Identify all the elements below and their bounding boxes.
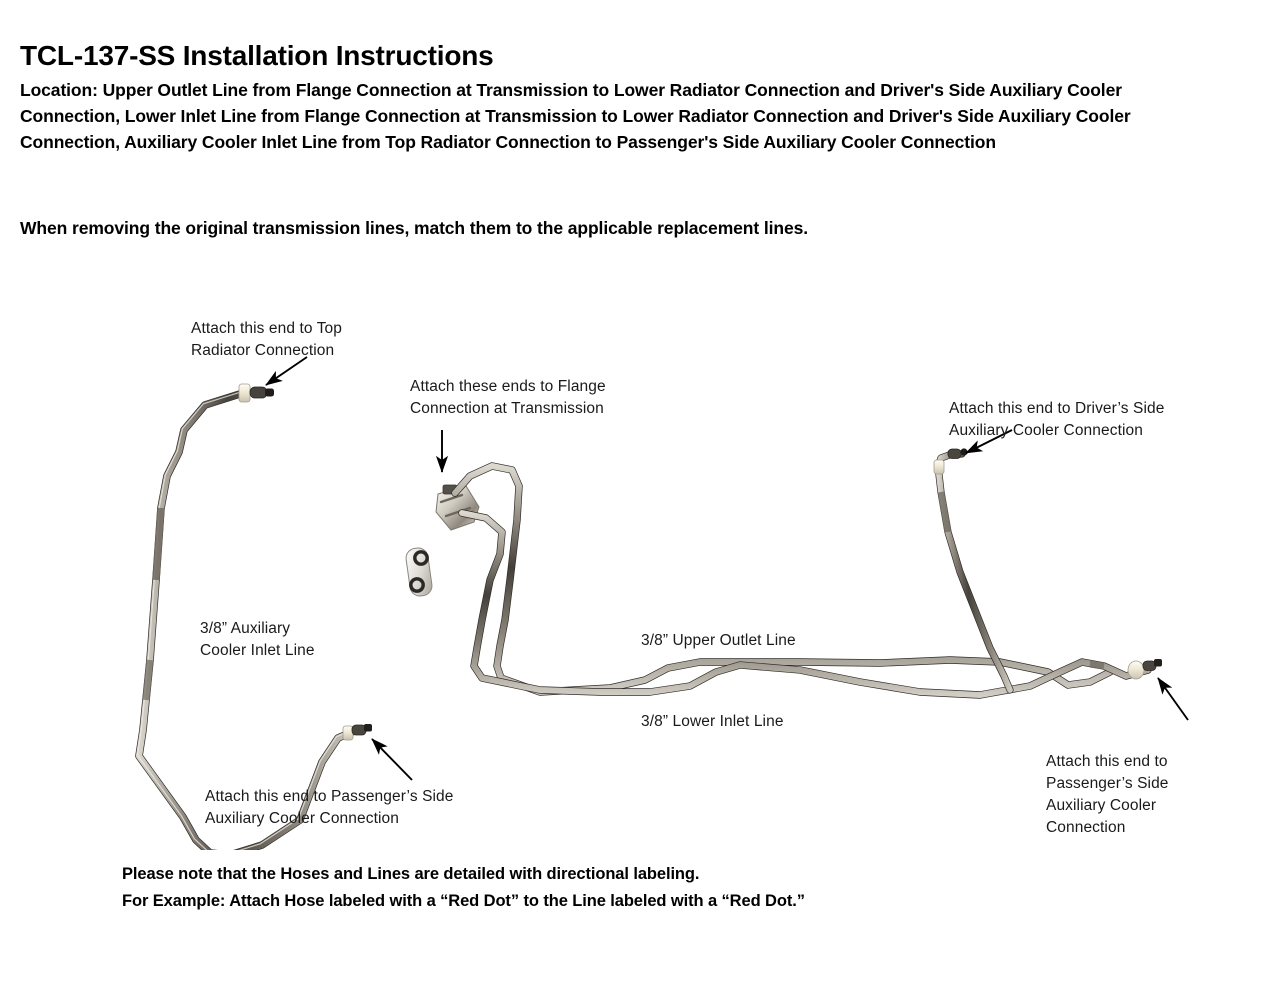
page-title: TCL-137-SS Installation Instructions <box>20 40 494 71</box>
label-lower-inlet-line: 3/8” Lower Inlet Line <box>641 713 784 730</box>
annotation-driver-side: Attach this end to Driver’s Side Auxilia… <box>949 400 1165 439</box>
arrow-top-radiator <box>265 356 308 386</box>
upper-outlet-line-tube <box>451 462 1114 696</box>
arrow-passenger-right <box>1157 677 1189 721</box>
footer-line-1: Please note that the Hoses and Lines are… <box>122 865 700 883</box>
annotation-passenger-side-left: Attach this end to Passenger’s Side Auxi… <box>205 788 454 827</box>
annotation-passenger-side-right: Attach this end to Passenger’s Side Auxi… <box>1046 753 1169 836</box>
match-note: When removing the original transmission … <box>20 218 809 238</box>
driver-side-branch-tube <box>934 450 1014 694</box>
arrow-driver-side <box>965 429 1013 454</box>
passenger-side-fitting-left <box>342 724 372 741</box>
footer-line-2: For Example: Attach Hose labeled with a … <box>122 892 805 911</box>
annotation-top-radiator: Attach this end to Top Radiator Connecti… <box>191 320 342 359</box>
aux-cooler-inlet-line-tube <box>135 389 356 850</box>
arrow-passenger-left <box>371 738 413 781</box>
annotation-flange-connection: Attach these ends to Flange Connection a… <box>410 378 606 417</box>
flange-connection-block <box>435 484 480 531</box>
label-upper-outlet-line: 3/8” Upper Outlet Line <box>641 632 796 649</box>
top-radiator-fitting <box>238 383 274 403</box>
lower-inlet-line-tube <box>458 509 1152 699</box>
mounting-bracket <box>405 547 433 597</box>
passenger-side-fitting-right <box>1127 659 1162 680</box>
location-paragraph: Location: Upper Outlet Line from Flange … <box>20 80 1131 152</box>
driver-side-fitting <box>933 448 968 475</box>
transmission-line-diagram <box>0 280 1280 850</box>
label-aux-cooler-inlet-line: 3/8” Auxiliary Cooler Inlet Line <box>200 620 315 659</box>
footer-note: Please note that the Hoses and Lines are… <box>122 861 805 915</box>
header-block: TCL-137-SS Installation Instructions Loc… <box>20 40 1210 155</box>
